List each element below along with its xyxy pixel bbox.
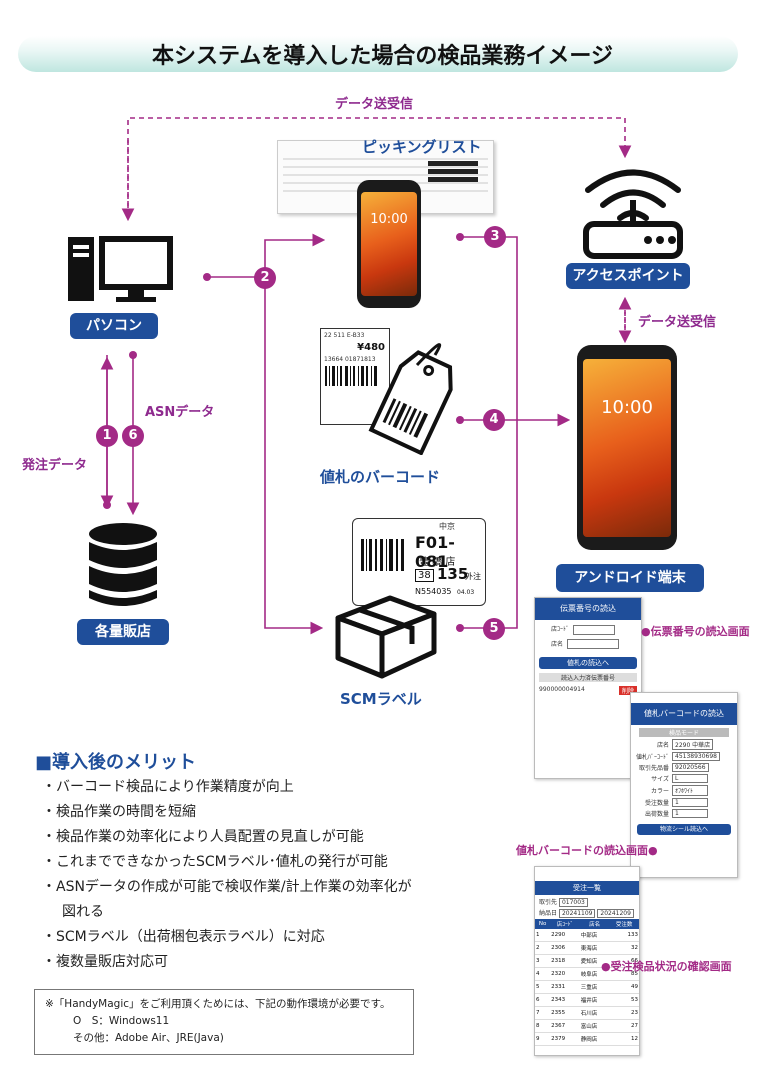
merit-item: ・SCMラベル（出荷梱包表示ラベル）に対応 <box>42 929 325 945</box>
callout-order-status: ●受注検品状況の確認画面 <box>601 960 732 973</box>
merit-item: ・検品作業の効率化により人員配置の見直しが可能 <box>42 829 364 845</box>
title-banner <box>18 36 738 72</box>
android-terminal: 10:00 <box>577 345 677 550</box>
merit-item: ・検品作業の時間を短縮 <box>42 804 196 820</box>
computer-icon <box>68 236 173 302</box>
smartphone-picking: 10:00 <box>357 180 421 308</box>
data-exchange-label-top: データ送受信 <box>335 97 414 112</box>
merit-item: ・これまでできなかったSCMラベル･値札の発行が可能 <box>42 854 388 870</box>
wifi-router-icon <box>583 169 683 259</box>
pc-label: パソコン <box>70 313 158 339</box>
android-terminal-label: アンドロイド端末 <box>556 564 704 592</box>
price-tag-sample: 22 511 E-B33 ¥480 13664 01871813 <box>320 328 390 425</box>
access-point-label: アクセスポイント <box>566 263 690 289</box>
merit-item: ・複数量販店対応可 <box>42 954 168 970</box>
callout-tag-scan: 値札バーコードの読込画面● <box>516 844 658 857</box>
order-data-label: 発注データ <box>22 458 88 473</box>
step-badge-4: 4 <box>483 409 505 431</box>
price-tag-barcode-label: 値札のバーコード <box>320 468 441 486</box>
merits-heading: ■導入後のメリット <box>35 752 197 773</box>
picking-list-label: ピッキングリスト <box>362 138 482 156</box>
callout-slip-scan: ●伝票番号の読込画面 <box>641 625 750 638</box>
merit-item: ・ASNデータの作成が可能で検収作業/計上作業の効率化が <box>42 879 412 895</box>
merit-item: 図れる <box>62 904 104 920</box>
scm-label-caption: SCMラベル <box>340 690 422 708</box>
tag-scan-field: カラーｵﾌﾎﾜｲﾄ <box>635 785 733 796</box>
box-icon <box>335 595 437 679</box>
database-icon <box>89 523 157 606</box>
step-badge-6: 6 <box>122 425 144 447</box>
scm-label-sample: 中京 F01-081 豊 橋 店 38 135 外注 N554035 04.03 <box>352 518 486 606</box>
step-badge-5: 5 <box>483 618 505 640</box>
data-exchange-label-right: データ送受信 <box>638 315 717 330</box>
environment-note: ※「HandyMagic」をご利用頂くためには、下記の動作環境が必要です。 O … <box>34 989 414 1055</box>
retail-label: 各量販店 <box>77 619 169 645</box>
screenshot-order-list: 受注一覧 取引先 017003 納品日 20241109 20241209 No… <box>534 866 640 1056</box>
asn-data-label: ASNデータ <box>145 405 215 420</box>
step-badge-3: 3 <box>484 226 506 248</box>
screenshot-slip-scan: 伝票番号の読込 店ｺｰﾄﾞ 店名 値札の読込へ 読込入力済伝票番号 990000… <box>534 597 642 779</box>
barcode-tag-icon <box>368 343 453 455</box>
step-badge-1: 1 <box>96 425 118 447</box>
page-title: 本システムを導入した場合の検品業務イメージ <box>152 44 613 69</box>
dashed-pc-ap <box>127 117 632 215</box>
merits-list: ・バーコード検品により作業精度が向上・検品作業の時間を短縮・検品作業の効率化によ… <box>42 775 512 975</box>
merit-item: ・バーコード検品により作業精度が向上 <box>42 779 294 795</box>
step-badge-2: 2 <box>254 267 276 289</box>
